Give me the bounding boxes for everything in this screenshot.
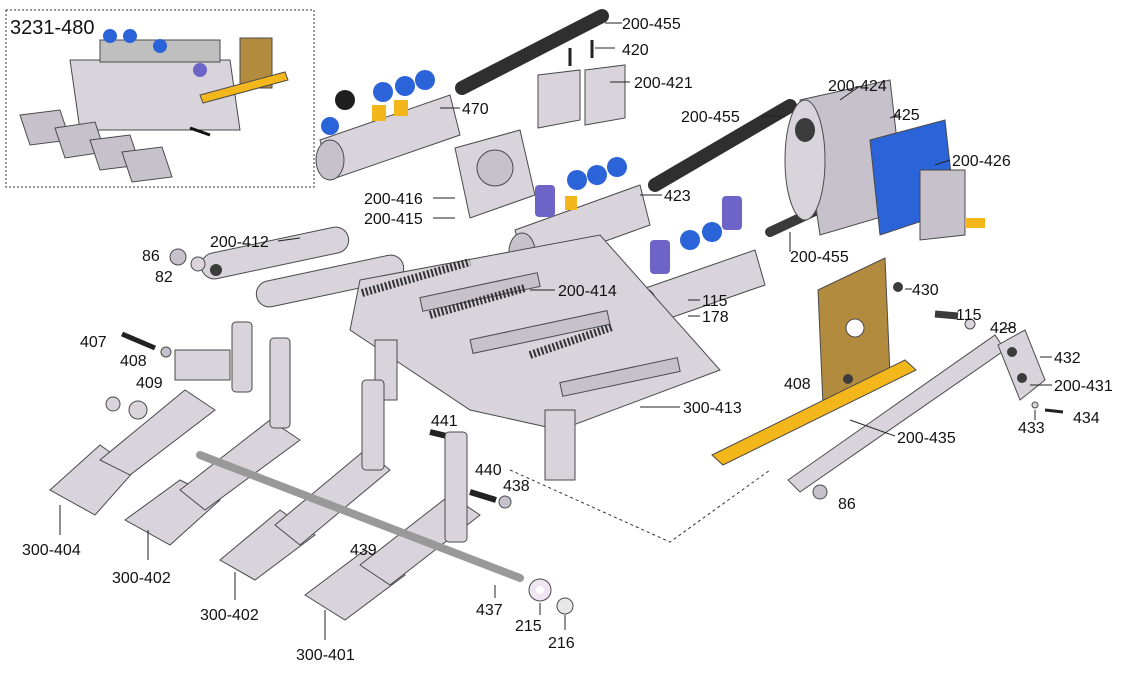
label-423: 423 [664, 188, 691, 205]
label-86-top: 86 [142, 248, 160, 265]
label-200-455-middle: 200-455 [681, 109, 740, 126]
inset-frame [5, 9, 315, 188]
label-420: 420 [622, 42, 649, 59]
inset-title: 3231-480 [10, 17, 95, 39]
label-300-402-left: 300-402 [112, 570, 171, 587]
label-200-426: 200-426 [952, 153, 1011, 170]
part-number-labels: 200-455 420 200-421 470 200-424 425 200-… [22, 16, 1113, 664]
label-434: 434 [1073, 410, 1100, 427]
shaft-437 [196, 451, 524, 582]
label-440: 440 [475, 462, 502, 479]
label-430: 430 [912, 282, 939, 299]
dashed-connection-line [509, 469, 771, 543]
inset-assembly-illustration [19, 29, 289, 183]
label-441: 441 [431, 413, 458, 430]
label-428: 428 [990, 320, 1017, 337]
nut-washer-86-82 [169, 248, 222, 276]
label-115-left: 115 [702, 293, 728, 310]
label-200-415: 200-415 [364, 211, 423, 228]
springs-200-414 [360, 258, 614, 359]
motor-200-424 [784, 79, 985, 241]
label-200-421: 200-421 [634, 75, 693, 92]
label-433: 433 [1018, 420, 1045, 437]
leader-lines [59, 22, 1052, 640]
pedal-300-404 [49, 321, 253, 516]
label-300-402-right: 300-402 [200, 607, 259, 624]
label-300-413: 300-413 [683, 400, 742, 417]
clamp-plates-200-421 [537, 40, 626, 129]
label-86-bottom: 86 [838, 496, 856, 513]
label-425: 425 [893, 107, 920, 124]
label-438: 438 [503, 478, 530, 495]
parts-illustration [49, 9, 1064, 621]
inset-overview: 3231-480 [5, 9, 315, 188]
label-470: 470 [462, 101, 489, 118]
label-200-416: 200-416 [364, 191, 423, 208]
motor-bracket-plate [711, 257, 917, 466]
pedal-300-402-left [124, 337, 301, 546]
label-200-455-motor: 200-455 [790, 249, 849, 266]
label-216: 216 [548, 635, 575, 652]
base-plate-300-413 [349, 234, 721, 481]
label-409: 409 [136, 375, 163, 392]
label-82: 82 [155, 269, 173, 286]
label-408-left: 408 [120, 353, 147, 370]
label-408-right: 408 [784, 376, 811, 393]
shaft-200-455-top [455, 9, 609, 95]
link-200-431 [997, 329, 1046, 401]
label-200-412: 200-412 [210, 234, 269, 251]
label-300-404: 300-404 [22, 542, 81, 559]
label-115-right: 115 [956, 307, 982, 324]
label-439: 439 [350, 542, 377, 559]
shaft-200-455-middle [648, 99, 797, 192]
label-407: 407 [80, 334, 107, 351]
label-200-424: 200-424 [828, 78, 887, 95]
label-437: 437 [476, 602, 503, 619]
label-432: 432 [1054, 350, 1081, 367]
label-200-431: 200-431 [1054, 378, 1113, 395]
label-300-401: 300-401 [296, 647, 355, 664]
label-200-414: 200-414 [558, 283, 617, 300]
washers-215-216 [528, 578, 574, 615]
bracket-200-416 [454, 129, 536, 219]
label-200-455-top: 200-455 [622, 16, 681, 33]
pedal-300-402-right [219, 379, 391, 581]
links-200-412 [200, 226, 405, 308]
label-178: 178 [702, 309, 729, 326]
label-200-435: 200-435 [897, 430, 956, 447]
valve-manifold-470 [315, 70, 461, 181]
label-215: 215 [515, 618, 542, 635]
